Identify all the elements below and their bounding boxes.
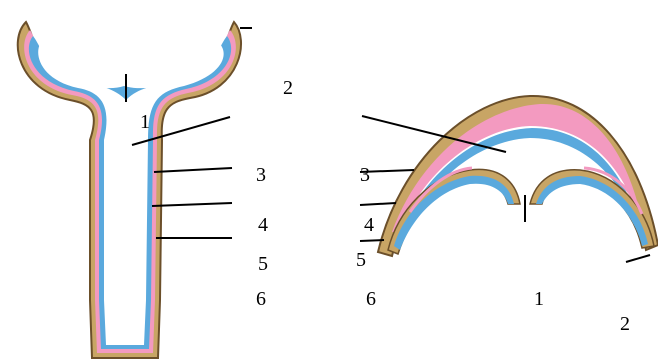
left-label-4: 4 — [258, 214, 268, 236]
right-label-4: 4 — [364, 214, 374, 236]
right-label-6: 6 — [366, 288, 376, 310]
left-pointer-4 — [152, 203, 232, 206]
right-pointer-2 — [626, 255, 650, 262]
right-label-3: 3 — [360, 164, 370, 186]
left-pointer-3 — [154, 168, 232, 172]
right-label-5: 5 — [356, 249, 366, 271]
right-pointer-5 — [360, 240, 384, 241]
right-neural-tube: 3 4 5 6 1 2 — [356, 96, 658, 335]
left-label-1: 1 — [140, 111, 150, 133]
left-label-2: 2 — [283, 77, 293, 99]
right-pointer-4 — [360, 203, 396, 205]
left-label-3: 3 — [256, 164, 266, 186]
left-neural-tube: 1 2 3 4 5 6 — [18, 22, 293, 358]
right-label-2: 2 — [620, 313, 630, 335]
right-label-1: 1 — [534, 288, 544, 310]
left-label-5: 5 — [258, 253, 268, 275]
left-label-6: 6 — [256, 288, 266, 310]
